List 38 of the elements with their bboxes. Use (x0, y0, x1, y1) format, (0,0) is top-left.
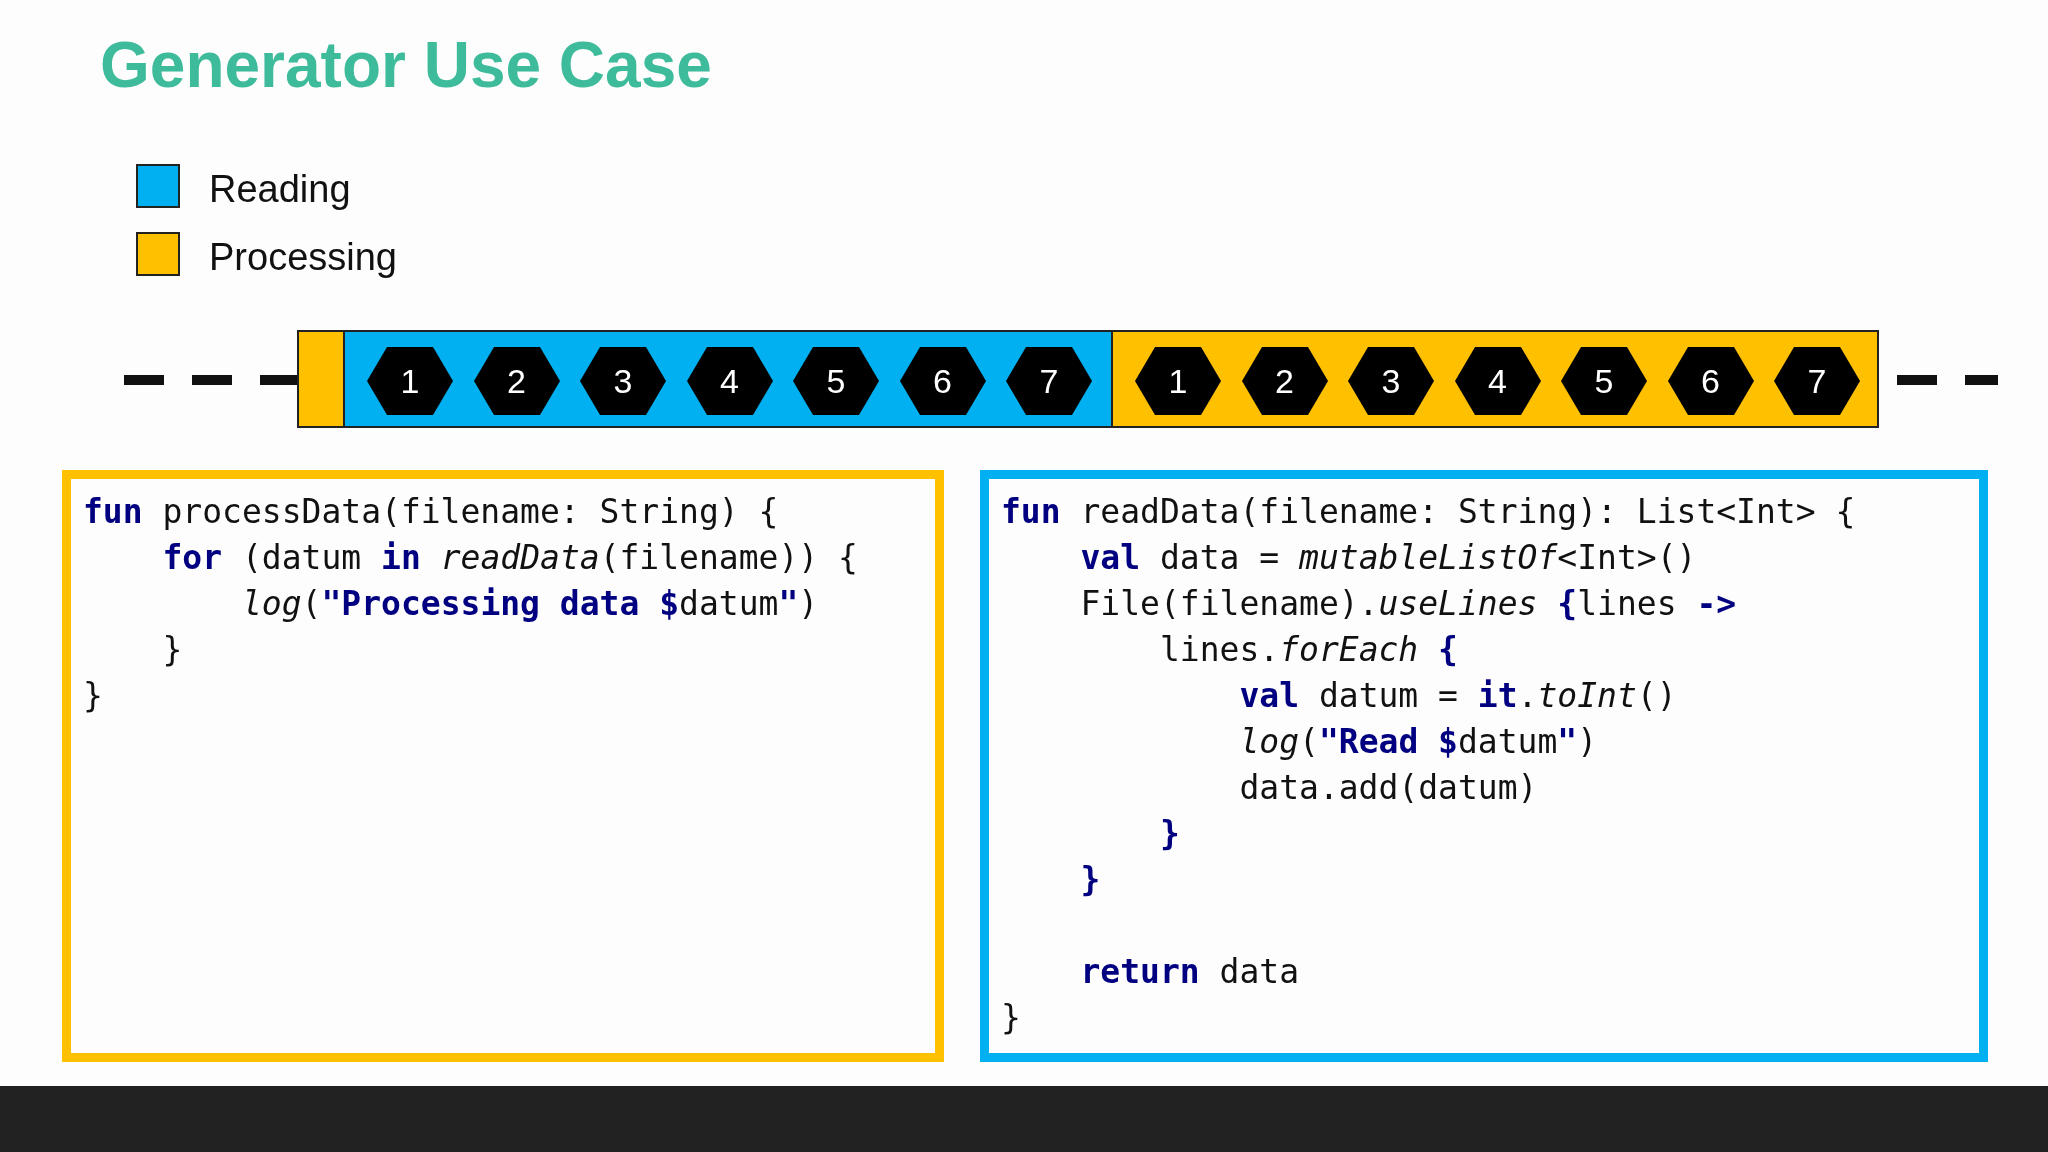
legend-label: Reading (209, 168, 351, 211)
code-line: data.add(datum) (1238, 767, 1538, 809)
step-hexagon: 2 (1241, 347, 1328, 415)
code-line: fun readData(filename: String): List<Int> { (1001, 491, 1856, 533)
step-hexagon: 1 (1135, 347, 1221, 415)
step-hexagon: 4 (686, 347, 773, 415)
legend-label: Processing (209, 236, 397, 279)
step-hexagon: 2 (473, 347, 560, 415)
code-line: } (83, 675, 103, 717)
step-hexagon: 1 (367, 347, 453, 415)
code-line: } (161, 629, 183, 671)
step-hexagon: 3 (580, 347, 666, 415)
step-hexagon: 5 (1561, 347, 1647, 415)
code-line: } (1001, 997, 1021, 1039)
code-panel (62, 470, 944, 1062)
timeline-segment (343, 330, 1113, 428)
slide-title: Generator Use Case (100, 28, 712, 102)
code-line: } (1079, 859, 1101, 901)
step-hexagon: 6 (899, 347, 986, 415)
step-hexagon: 6 (1667, 347, 1754, 415)
timeline-segment (297, 330, 345, 428)
code-line: File(filename).useLines {lines -> (1079, 583, 1737, 625)
step-hexagon: 5 (793, 347, 879, 415)
code-line: val data = mutableListOf<Int>() (1079, 537, 1697, 579)
code-line: for (datum in readData(filename)) { (161, 537, 858, 579)
code-line: return data (1079, 951, 1300, 993)
code-line: fun processData(filename: String) { (83, 491, 779, 533)
code-line: lines.forEach { (1158, 629, 1458, 671)
code-line: val datum = it.toInt() (1238, 675, 1677, 717)
step-hexagon: 4 (1454, 347, 1541, 415)
code-line: } (1158, 813, 1180, 855)
code-panel (980, 470, 1988, 1062)
timeline-segment (1111, 330, 1879, 428)
step-hexagon: 3 (1348, 347, 1434, 415)
step-hexagon: 7 (1006, 347, 1092, 415)
code-line: log("Read $datum") (1238, 721, 1598, 763)
code-line: log("Processing data $datum") (240, 583, 819, 625)
step-hexagon: 7 (1774, 347, 1860, 415)
